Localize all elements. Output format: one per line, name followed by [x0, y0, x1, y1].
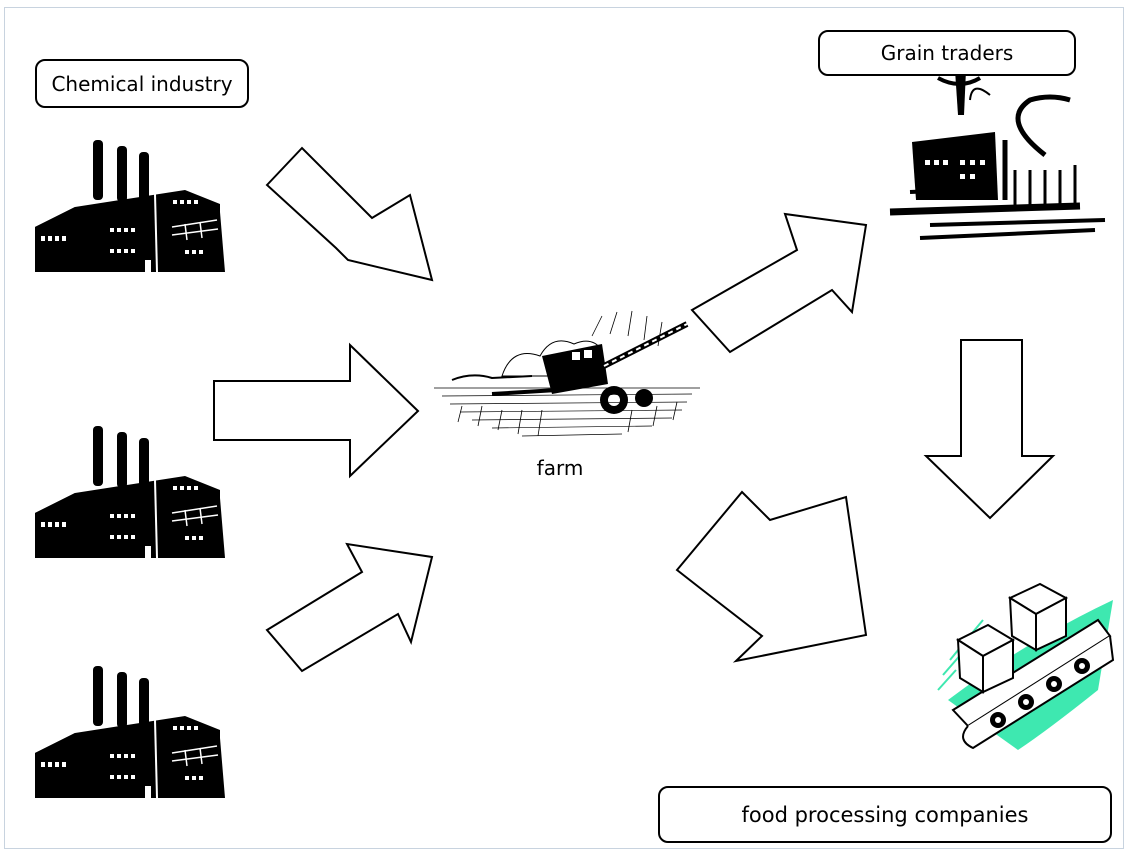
- factory-icon: [34, 139, 226, 273]
- factory-icon: [34, 665, 226, 799]
- arrow-grain-to-food: [923, 339, 1056, 520]
- food-processing-label: food processing companies: [658, 786, 1112, 843]
- chemical-industry-label: Chemical industry: [35, 59, 249, 108]
- arrow-farm-to-food: [675, 490, 868, 663]
- ship-icon: [889, 70, 1106, 240]
- conveyor-belt-icon: [937, 582, 1115, 750]
- slide-frame: [4, 7, 1124, 849]
- arrow-factory1-to-farm: [265, 146, 434, 282]
- combine-harvester-icon: [434, 310, 700, 437]
- arrow-factory2-to-farm: [213, 342, 420, 479]
- factory-icon: [34, 425, 226, 559]
- farm-label: farm: [536, 456, 584, 480]
- grain-traders-label: Grain traders: [818, 30, 1076, 76]
- arrow-farm-to-grain: [690, 212, 868, 354]
- arrow-factory3-to-farm: [265, 542, 434, 673]
